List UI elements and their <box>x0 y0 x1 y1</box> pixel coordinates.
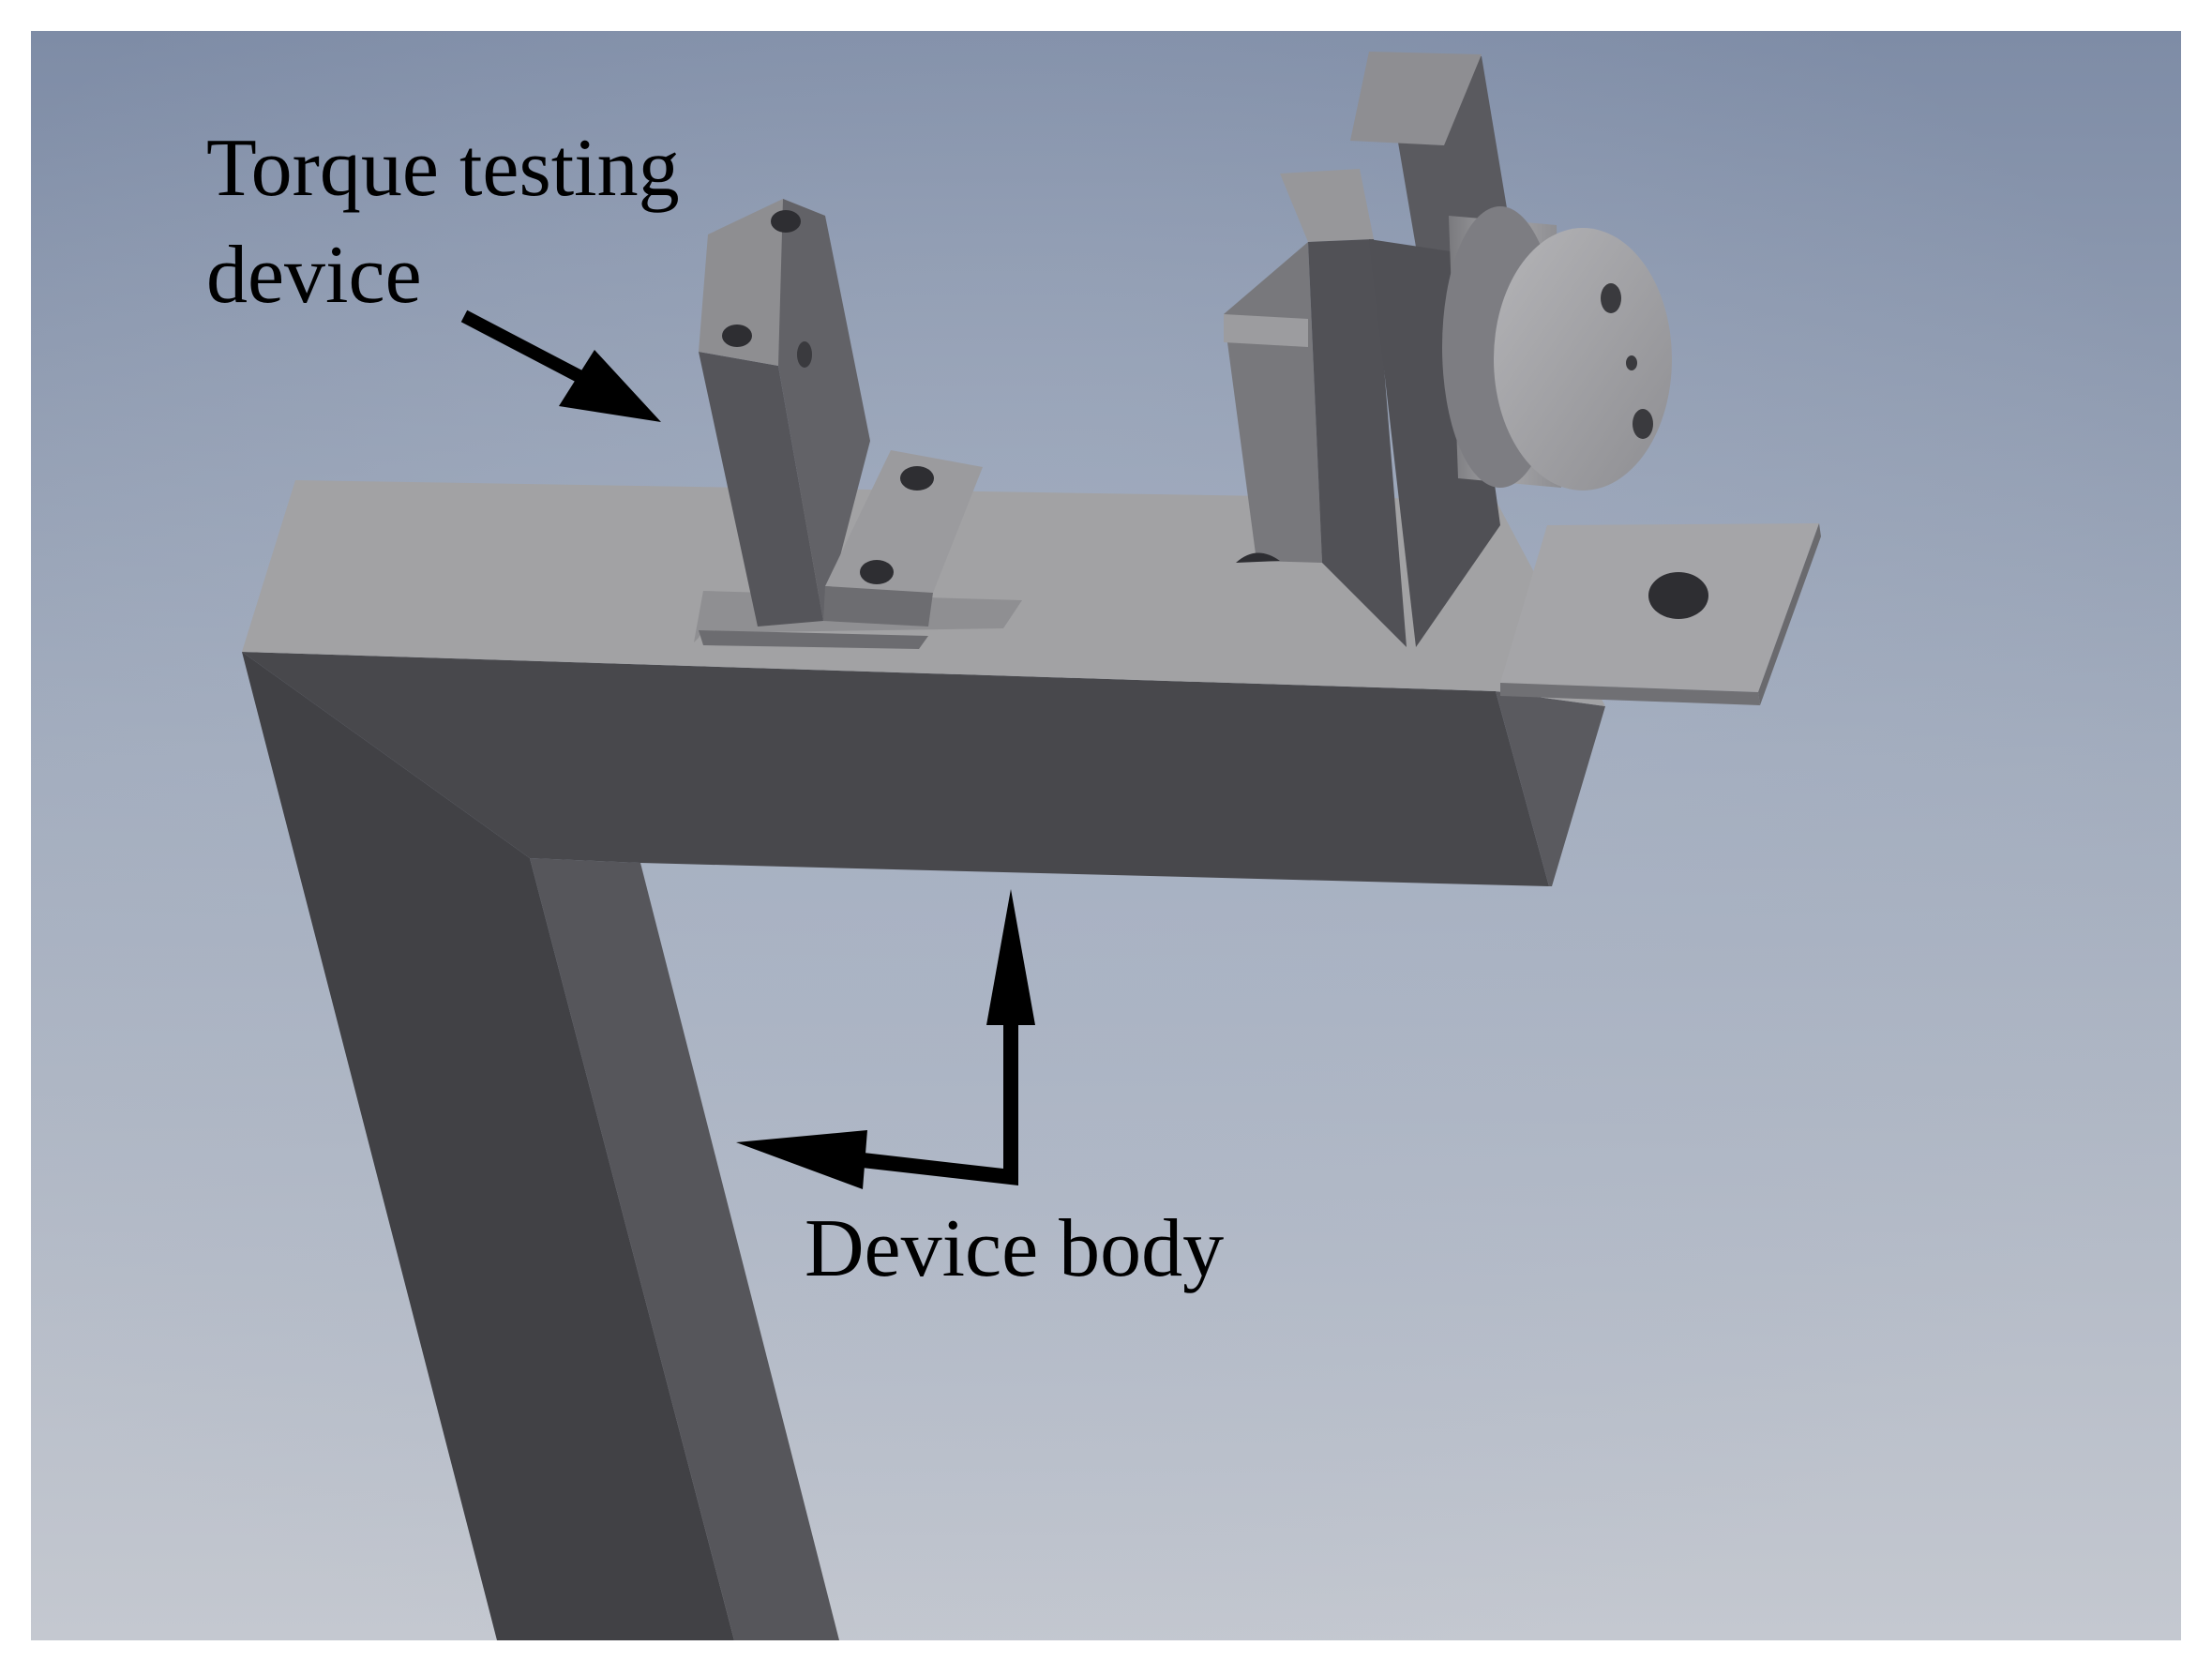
mount-block-front-top <box>1280 169 1374 242</box>
extension-plate-side <box>1758 523 1821 705</box>
bolt-hole <box>900 466 934 491</box>
label-torque-testing-device-line1: Torque testing <box>206 123 680 214</box>
motor-mount-assembly <box>1224 52 1821 705</box>
leg-side-face <box>530 858 839 1640</box>
arrow-head-up <box>986 889 1035 1025</box>
label-device-body: Device body <box>805 1203 1224 1294</box>
base-hole <box>1236 552 1280 563</box>
extension-plate-edge <box>1500 683 1760 705</box>
mount-block-ledge <box>1224 314 1308 347</box>
bracket-base-shadow <box>699 630 928 649</box>
bolt-hole <box>722 325 752 347</box>
bolt-hole <box>860 560 894 584</box>
device-body-arrow <box>736 889 1035 1189</box>
cylinder-hole <box>1601 283 1621 313</box>
torque-testing-device <box>694 199 1022 649</box>
cylinder-hole <box>1626 355 1637 370</box>
beam-front-face <box>242 652 1549 886</box>
label-torque-testing-device-line2: device <box>206 230 422 321</box>
bolt-hole <box>771 210 801 233</box>
bracket-upright-inner <box>778 199 870 621</box>
torque-device-arrow <box>460 310 661 422</box>
leg-front-face <box>242 652 734 1640</box>
beam-end-face <box>1496 691 1605 886</box>
annotation-arrows <box>460 310 1035 1189</box>
bracket-tab-top <box>825 450 983 593</box>
cylinder-hole <box>1633 409 1653 439</box>
bracket-upright-outer <box>699 352 823 627</box>
arrow-head <box>559 350 661 422</box>
arrow-head-left <box>736 1130 867 1189</box>
bolt-hole <box>797 341 812 368</box>
extension-plate-hole <box>1648 572 1708 619</box>
bracket-tab-side <box>823 586 933 627</box>
cylinder-front-face <box>1494 228 1672 491</box>
mount-block-back-top <box>1350 52 1482 145</box>
